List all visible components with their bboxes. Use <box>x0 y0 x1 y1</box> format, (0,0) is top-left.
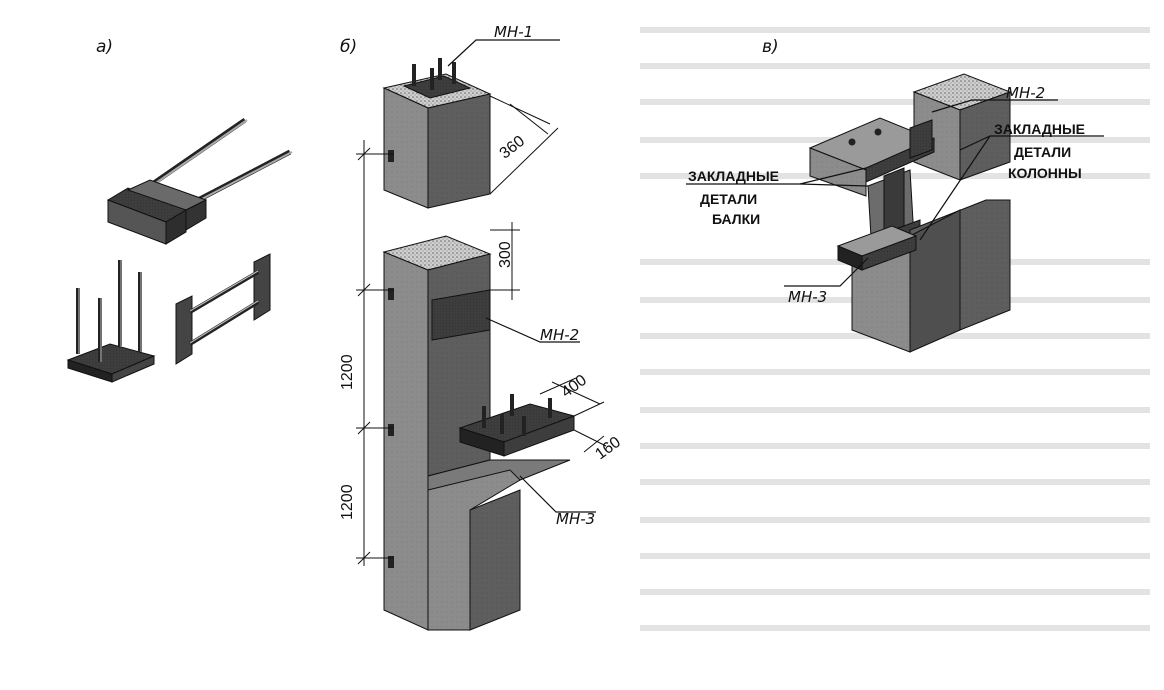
dim-360: 360 <box>497 133 529 163</box>
dim-1200-upper: 1200 <box>339 354 356 390</box>
beam-parts-callout: ЗАКЛАДНЫЕ ДЕТАЛИ БАЛКИ <box>686 167 869 227</box>
dimension-360 <box>489 95 559 195</box>
v-mn2-leader <box>931 99 1058 113</box>
v-label-mn2: МН-2 <box>1006 84 1045 102</box>
column-parts-line1: ЗАКЛАДНЫЕ <box>994 121 1085 137</box>
column-lower-segment <box>382 235 576 631</box>
label-mn3: МН-3 <box>556 510 595 528</box>
label-mn1: МН-1 <box>494 23 533 41</box>
column-parts-line2: ДЕТАЛИ <box>1014 144 1071 160</box>
column-parts-callout: ЗАКЛАДНЫЕ ДЕТАЛИ КОЛОННЫ <box>919 121 1104 241</box>
beam-parts-line1: ЗАКЛАДНЫЕ <box>688 168 779 184</box>
column-parts-line3: КОЛОННЫ <box>1008 165 1082 181</box>
dim-160: 160 <box>592 434 624 464</box>
column-beam-joint <box>808 73 1012 353</box>
dimension-160 <box>573 429 607 453</box>
dim-300: 300 <box>497 241 514 268</box>
mn3-leader <box>519 475 596 513</box>
dim-1200-lower: 1200 <box>339 484 356 520</box>
dimension-300 <box>490 222 520 300</box>
column-upper-segment <box>382 58 492 209</box>
v-label-mn3: МН-3 <box>788 288 827 306</box>
dimension-vertical <box>356 140 394 566</box>
v-mn3-leader <box>784 257 869 287</box>
mn2-leader <box>485 317 580 343</box>
panel-b-label: б) <box>340 37 357 57</box>
embedded-double-plate-with-bars <box>175 253 271 365</box>
embedded-channel-with-rods <box>106 117 293 245</box>
label-mn2: МН-2 <box>540 326 579 344</box>
embedded-plate-with-vertical-anchors <box>66 260 156 383</box>
panel-a-label: а) <box>96 37 113 57</box>
beam-parts-line3: БАЛКИ <box>712 211 760 227</box>
panel-v-label: в) <box>762 37 779 57</box>
dimension-400 <box>539 377 605 417</box>
beam-parts-line2: ДЕТАЛИ <box>700 191 757 207</box>
mn1-leader <box>447 39 560 67</box>
